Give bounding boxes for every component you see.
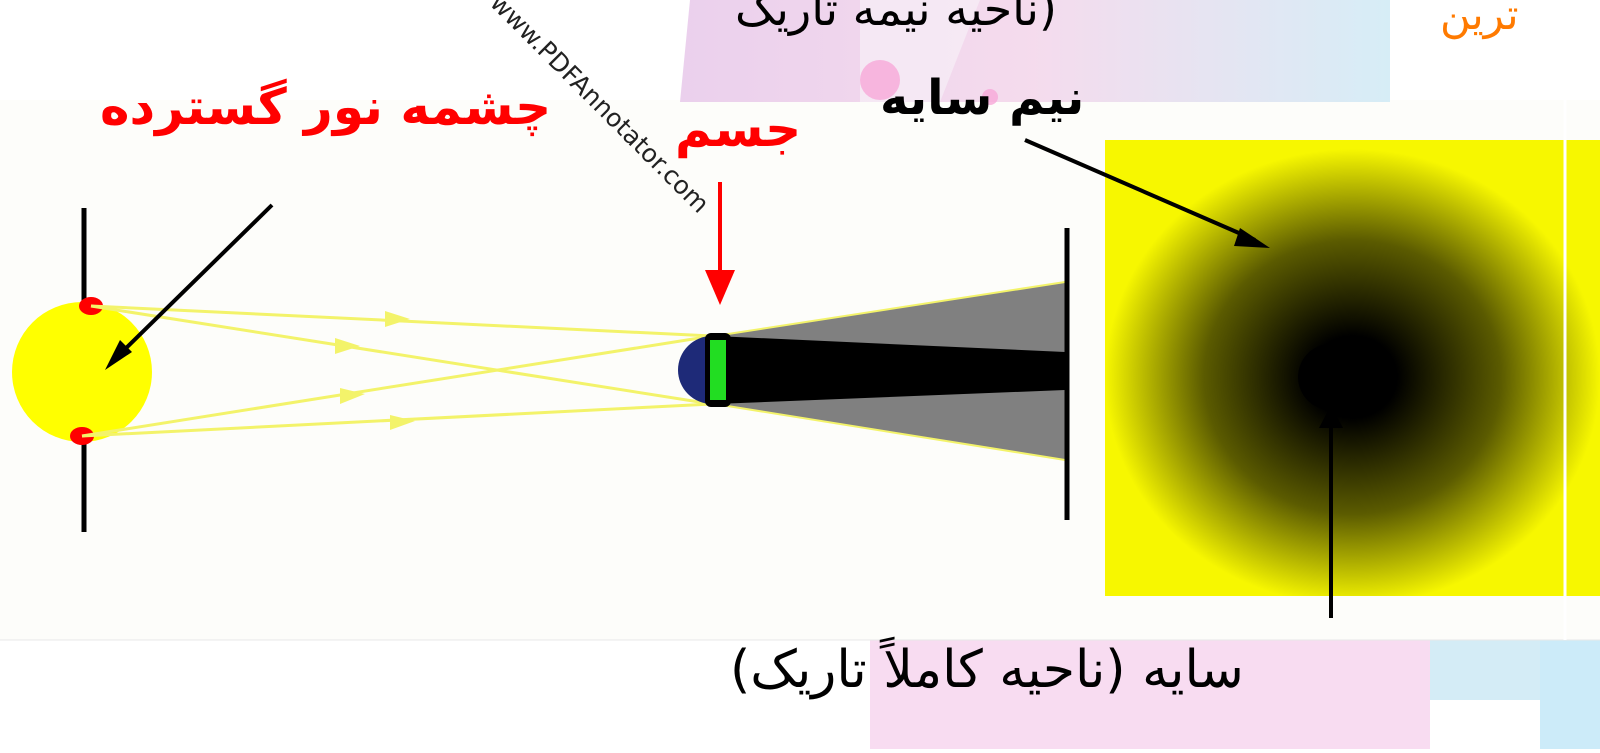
umbra-cone (715, 336, 1065, 404)
object-label: جسم (675, 100, 802, 158)
projected-shadow-panel (1105, 100, 1600, 640)
source-pointer-arrow (105, 203, 274, 370)
penumbra-note-label: (ناحیه نیمه تاریک (735, 0, 1057, 36)
corner-fragment-label: ترین (1440, 0, 1519, 39)
penumbra-label: نیم سایه (880, 70, 1085, 126)
umbra-pointer-arrow (1319, 405, 1343, 618)
opaque-object (678, 333, 731, 407)
umbra-spot (1298, 344, 1364, 410)
annotation-arrows (105, 138, 1343, 618)
umbra-label: سایه (ناحیه کاملاً تاریک) (730, 640, 1244, 700)
shadow-cones (714, 281, 1066, 461)
source-disc (12, 302, 152, 442)
light-source-label: چشمه نور گسترده (100, 78, 552, 136)
penumbra-pointer-arrow (1024, 138, 1270, 248)
object-pointer-arrow (705, 182, 735, 305)
ray-arrowheads (335, 311, 415, 430)
